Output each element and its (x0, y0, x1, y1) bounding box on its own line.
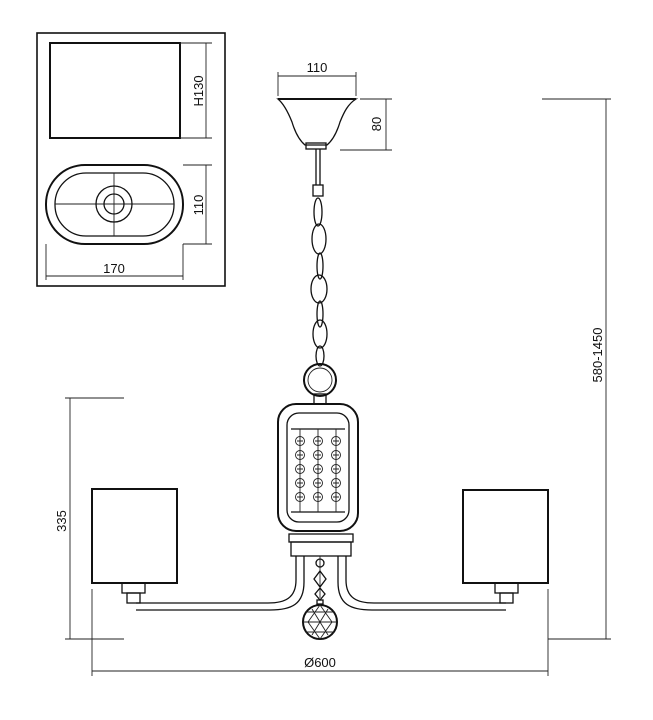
chain-link-3 (316, 252, 324, 280)
crystal-bead-facet (315, 494, 321, 500)
hanging-ring-inner (307, 367, 333, 393)
shade-ring-inner (103, 193, 125, 215)
shade-height-label: H130 (191, 75, 206, 106)
left-socket (121, 582, 146, 594)
crystal-bead-facet (315, 480, 321, 486)
shade-top-view (45, 164, 184, 245)
overall-height-dimension: 580-1450 (542, 98, 611, 640)
crystal-bead-facet (333, 438, 339, 444)
crystal-frame (277, 403, 359, 532)
crystal-bead-facet (333, 452, 339, 458)
crystal-bead-facet (297, 438, 303, 444)
crystal-bead-facet (297, 466, 303, 472)
crystal-bead-facet (315, 466, 321, 472)
frame-inner (286, 412, 350, 523)
chain-link-7 (315, 345, 325, 367)
crystal-bead (313, 492, 323, 502)
right-socket-base (499, 592, 514, 604)
chain-link-2 (311, 223, 327, 255)
shade-detail-inset: H130 110 170 (36, 32, 226, 287)
right-lamp (462, 489, 549, 604)
arms-assembly (136, 533, 506, 640)
right-arm-outer (345, 556, 506, 604)
diameter-label: Ø600 (304, 655, 336, 670)
left-arm-outer (136, 556, 297, 604)
pendant-cap (316, 599, 324, 605)
left-shade (91, 488, 178, 584)
crystal-bead (295, 464, 305, 474)
crystal-bead-facet (315, 438, 321, 444)
body-height-dimension: 335 (54, 397, 124, 640)
hanging-ring (303, 363, 337, 397)
crystal-bead (331, 478, 341, 488)
canopy-width-label: 110 (307, 60, 328, 75)
hub-cap (288, 533, 354, 543)
crystal-ball-facets (303, 604, 337, 640)
inset-frame (36, 32, 226, 287)
crystal-bead (313, 464, 323, 474)
crystal-bead (331, 464, 341, 474)
crystal-bead-facet (333, 480, 339, 486)
canopy-body (276, 98, 359, 146)
chain-link-1 (313, 197, 323, 227)
pendant-bead-1 (315, 558, 325, 568)
body-height-label: 335 (54, 510, 69, 532)
crystal-grid (295, 429, 341, 512)
shade-oval-inner (54, 172, 175, 237)
diameter-dimension: Ø600 (91, 589, 549, 676)
crystal-bead (295, 492, 305, 502)
hub-body (290, 541, 352, 557)
frame-outer (277, 403, 359, 532)
chain-link-5 (316, 300, 324, 328)
crystal-bead-facet (333, 466, 339, 472)
overall-height-label: 580-1450 (590, 328, 605, 383)
crystal-bead (313, 450, 323, 460)
crystal-bead-facet (297, 480, 303, 486)
right-socket (494, 582, 519, 594)
shade-depth-label: 110 (191, 195, 206, 216)
crystal-bead (331, 436, 341, 446)
chain-link-6 (312, 319, 328, 349)
canopy-collar (305, 142, 327, 150)
right-arm-inner (337, 556, 506, 611)
chain-assembly (303, 149, 337, 405)
crystal-bead-facet (297, 494, 303, 500)
crystal-bead-facet (297, 452, 303, 458)
crystal-bead-facet (315, 452, 321, 458)
shade-ring-outer (95, 185, 133, 223)
pendant-crystal-ball (302, 604, 338, 640)
crystal-bead (313, 478, 323, 488)
crystal-bead (331, 450, 341, 460)
chain-connector (312, 184, 324, 197)
crystal-bead (295, 436, 305, 446)
right-shade (462, 489, 549, 584)
left-socket-base (126, 592, 141, 604)
canopy-height-label: 80 (369, 117, 384, 131)
shade-oval-outer (45, 164, 184, 245)
crystal-bead (313, 436, 323, 446)
canopy: 110 80 (276, 60, 392, 151)
shade-width-label: 170 (103, 261, 125, 276)
shade-side-view (49, 42, 181, 139)
crystal-bead (331, 492, 341, 502)
crystal-bead (295, 450, 305, 460)
left-lamp (91, 488, 178, 604)
crystal-bead-facet (333, 494, 339, 500)
crystal-bead (295, 478, 305, 488)
left-arm-inner (136, 556, 305, 611)
